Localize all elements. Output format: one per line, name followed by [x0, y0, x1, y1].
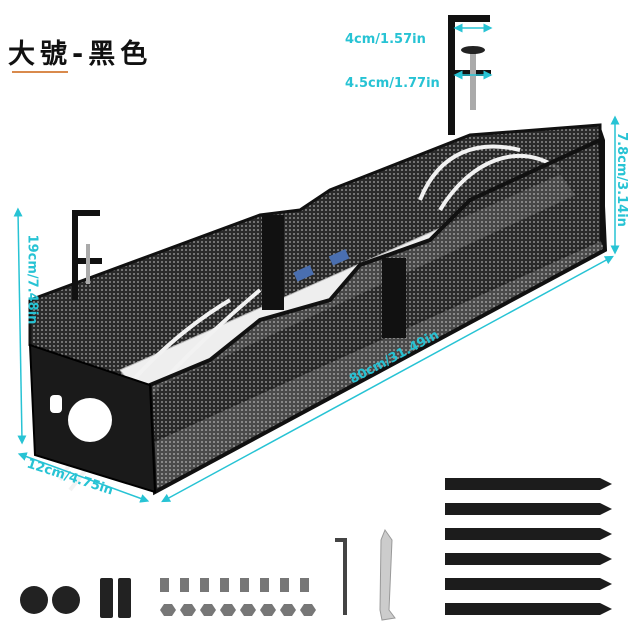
dimension-lines	[13, 23, 620, 503]
hex-key	[335, 538, 347, 615]
velcro-straps	[445, 478, 612, 615]
title-underline	[12, 71, 68, 73]
adhesive-pads	[20, 578, 131, 618]
tray-right-end-panel	[600, 125, 605, 250]
dimension-clamp-bottom: 4.5cm/1.77in	[345, 76, 440, 91]
wrench	[379, 528, 396, 621]
desk-clamp-left	[72, 210, 102, 300]
dimension-end-height: 7.8cm/3.14in	[613, 132, 629, 227]
product-variant-title: 大號-黑色	[8, 39, 153, 70]
dimension-clamp-top: 4cm/1.57in	[345, 32, 426, 47]
screws-and-nuts	[160, 578, 316, 616]
dimension-total-height: 19cm/7.48in	[24, 234, 40, 325]
